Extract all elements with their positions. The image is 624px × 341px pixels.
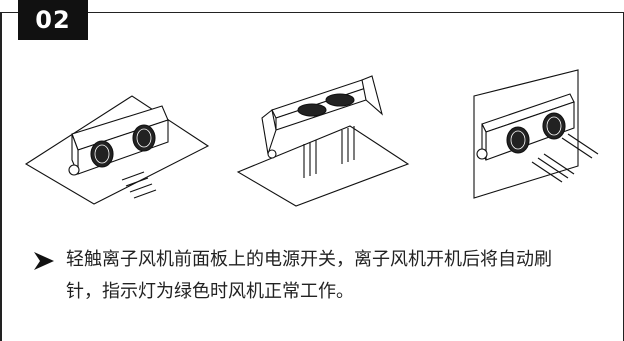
arrow-bullet-icon [34, 252, 54, 270]
instruction-text: 轻触离子风机前面板上的电源开关，离子风机开机后将自动刷针，指示灯为绿色时风机正常… [66, 249, 552, 302]
wall-ionizer-icon [473, 69, 599, 199]
hanging-ionizer-icon [236, 75, 410, 207]
instruction-block: 轻触离子风机前面板上的电源开关，离子风机开机后将自动刷针，指示灯为绿色时风机正常… [32, 244, 612, 308]
frame-top-border [0, 12, 624, 13]
desk-ionizer-icon [24, 95, 210, 205]
step-number-badge: 02 [18, 0, 88, 40]
frame-left-border [0, 12, 2, 341]
illustration-row [0, 56, 624, 207]
